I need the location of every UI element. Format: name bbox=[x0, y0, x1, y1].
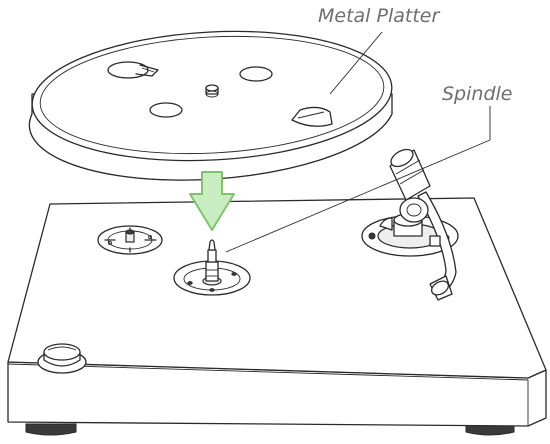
platter-hole-upper bbox=[239, 66, 273, 82]
platter-label: Metal Platter bbox=[318, 5, 440, 27]
base-top-face bbox=[7, 197, 547, 379]
callout-spindle: Spindle bbox=[225, 83, 512, 253]
turntable-base bbox=[7, 197, 547, 436]
spindle-hub bbox=[173, 239, 251, 296]
platter-belt-window bbox=[107, 61, 159, 79]
subplatter-hub bbox=[97, 225, 163, 255]
platter-window-right bbox=[291, 106, 333, 127]
tonearm-assembly bbox=[361, 148, 459, 301]
callout-platter: Metal Platter bbox=[318, 5, 440, 95]
control-knob bbox=[37, 343, 87, 374]
arrow-shape bbox=[189, 171, 235, 231]
down-arrow-icon bbox=[189, 171, 235, 231]
spindle-label: Spindle bbox=[442, 83, 512, 105]
metal-platter bbox=[28, 30, 393, 181]
platter-center-hole bbox=[205, 84, 219, 98]
platter-hole-lower bbox=[149, 102, 183, 118]
spindle bbox=[205, 239, 219, 282]
base-feet bbox=[25, 423, 515, 436]
